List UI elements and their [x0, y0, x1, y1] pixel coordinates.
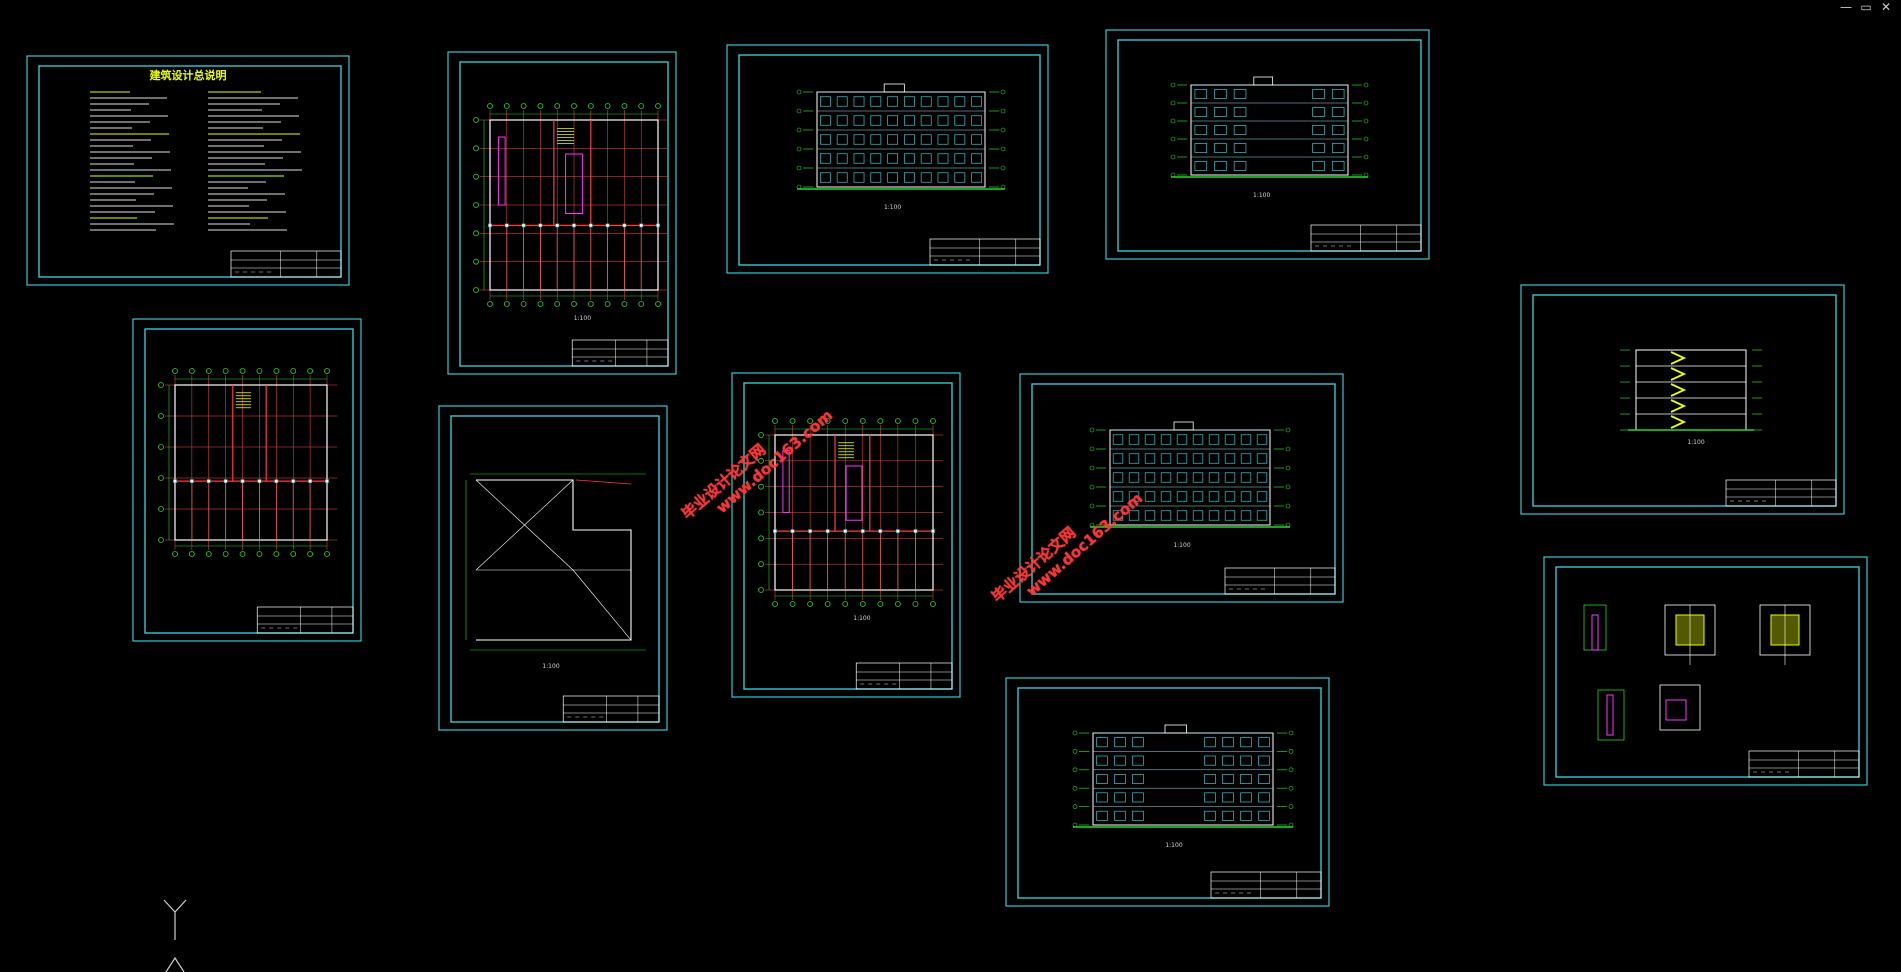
elevation-side: 1:100 [1170, 76, 1369, 199]
drawing-sheet-2[interactable] [447, 51, 677, 375]
floor-plan-1 [158, 368, 337, 557]
elevation-back: 1:100 [1072, 724, 1294, 849]
scale-label: 1:100 [542, 663, 559, 670]
drawing-sheet-3[interactable] [726, 44, 1049, 274]
drawing-sheet-9[interactable] [1520, 284, 1845, 515]
drawing-sheet-7[interactable] [731, 372, 961, 698]
details-sheet [1583, 604, 1811, 741]
floor-plan-2: 1:100 [473, 103, 668, 322]
drawing-sheet-5[interactable] [132, 318, 362, 642]
drawing-sheet-1[interactable] [26, 55, 350, 286]
drawing-sheet-10[interactable] [1543, 556, 1868, 786]
scale-label: 1:100 [574, 315, 591, 322]
minimize-icon[interactable]: — [1840, 0, 1852, 14]
ucs-icon [163, 899, 187, 972]
elevation-front: 1:100 [796, 83, 1006, 211]
floor-plan-3: 1:100 [758, 418, 943, 622]
drawing-sheet-4[interactable] [1105, 29, 1430, 260]
roof-plan: 1:100 [465, 473, 646, 670]
notes-sheet: 建筑设计总说明 [90, 68, 302, 231]
elevation-rear: 1:100 [1089, 421, 1291, 549]
drawing-sheet-6[interactable] [438, 405, 668, 731]
notes-title: 建筑设计总说明 [150, 68, 227, 82]
section-1-1: 1:100 [1620, 349, 1762, 446]
scale-label: 1:100 [1253, 192, 1270, 199]
window-controls: — ▭ ✕ [1839, 0, 1893, 16]
scale-label: 1:100 [884, 204, 901, 211]
restore-icon[interactable]: ▭ [1860, 0, 1872, 14]
drawing-sheet-11[interactable] [1005, 677, 1330, 907]
scale-label: 1:100 [1687, 439, 1704, 446]
scale-label: 1:100 [853, 615, 870, 622]
scale-label: 1:100 [1165, 842, 1182, 849]
close-icon[interactable]: ✕ [1880, 0, 1892, 14]
drawing-sheet-8[interactable] [1019, 373, 1344, 603]
scale-label: 1:100 [1173, 542, 1190, 549]
